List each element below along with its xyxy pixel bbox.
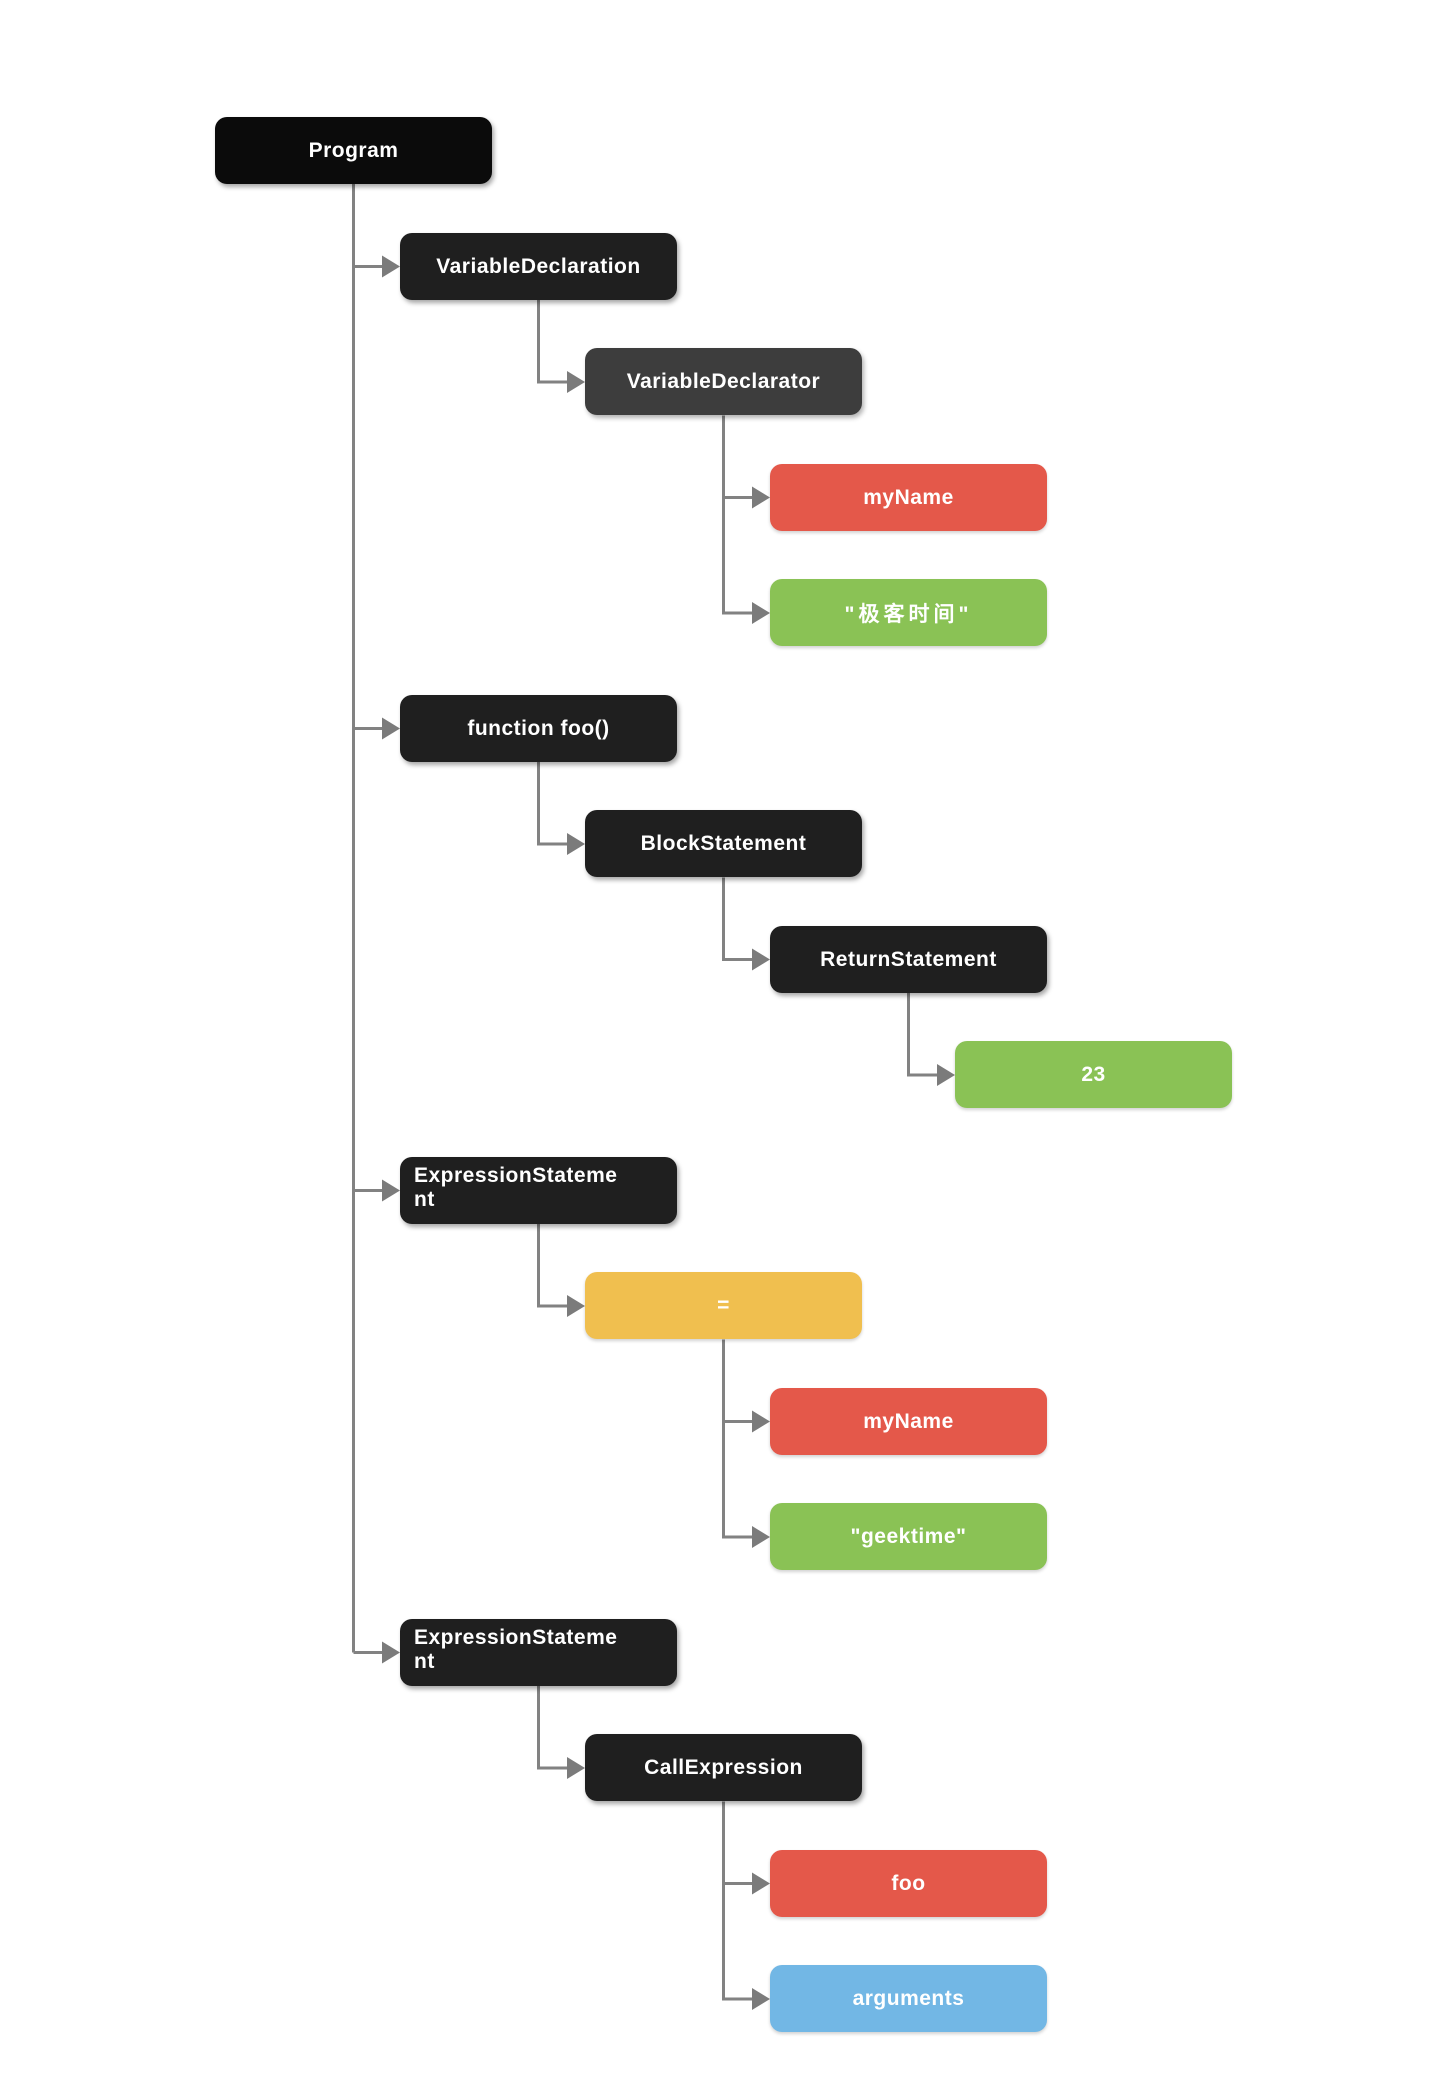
node-variable-declaration: VariableDeclaration	[400, 233, 677, 300]
node-literal-geektime: "geektime"	[770, 1503, 1047, 1570]
node-arguments: arguments	[770, 1965, 1047, 2032]
node-assignment-operator: =	[585, 1272, 862, 1339]
node-literal-geek-time: "极客时间"	[770, 579, 1047, 646]
node-return-statement: ReturnStatement	[770, 926, 1047, 993]
node-identifier-foo: foo	[770, 1850, 1047, 1917]
node-variable-declarator: VariableDeclarator	[585, 348, 862, 415]
node-expression-statement-2: ExpressionStateme nt	[400, 1619, 677, 1686]
connector-lines	[352, 184, 939, 2001]
node-literal-23: 23	[955, 1041, 1232, 1108]
node-program: Program	[215, 117, 492, 184]
node-identifier-myname-2: myName	[770, 1388, 1047, 1455]
node-function-foo: function foo()	[400, 695, 677, 762]
node-block-statement: BlockStatement	[585, 810, 862, 877]
node-call-expression: CallExpression	[585, 1734, 862, 1801]
node-identifier-myname: myName	[770, 464, 1047, 531]
node-expression-statement-1: ExpressionStateme nt	[400, 1157, 677, 1224]
connector-arrowheads	[382, 255, 955, 2010]
